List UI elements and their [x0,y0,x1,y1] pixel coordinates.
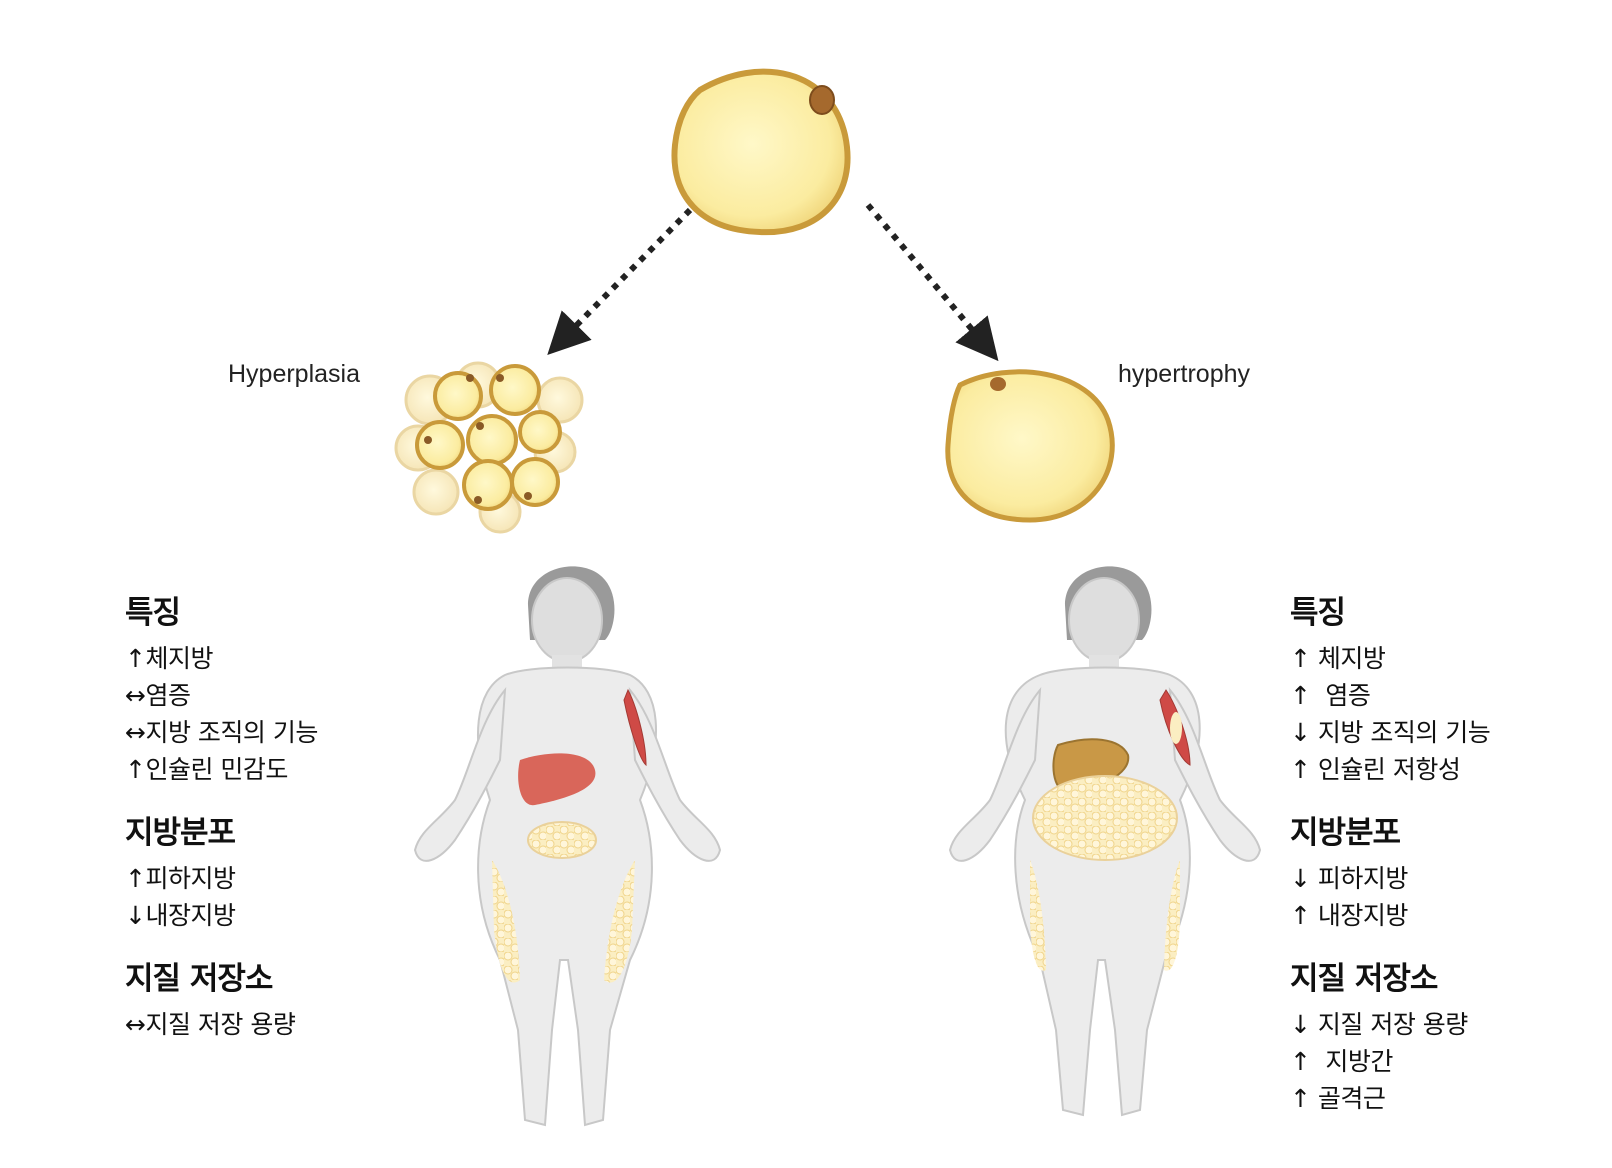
arrow-icon: ↑ [1290,901,1311,930]
list-item-text: 피하지방 [1310,864,1409,893]
section-heading: 지방분포 [125,815,236,851]
arrow-icon: ↔ [125,1010,146,1039]
list-item: ↑ 체지방 [1290,640,1490,677]
list-item-text: 골격근 [1310,1084,1386,1113]
list-item: ↑ 염증 [1290,677,1490,714]
arrow-icon: ↑ [1290,755,1311,784]
list-item-text: 체지방 [1310,644,1386,673]
section-heading: 지질 저장소 [125,961,273,997]
list-item: ↑인슐린 민감도 [125,751,318,788]
arrow-icon: ↓ [1290,718,1311,747]
list-item: ↓ 지질 저장 용량 [1290,1006,1490,1043]
list-item-text: 내장지방 [145,901,236,930]
list-item-text: 피하지방 [145,864,236,893]
label-hypertrophy: hypertrophy [1118,360,1251,388]
section-heading: 특징 [1290,595,1346,631]
section-heading: 지질 저장소 [1290,961,1438,997]
list-item-text: 인슐린 민감도 [145,755,288,784]
arrow-icon: ↑ [1290,1084,1311,1113]
list-item: ↔지방 조직의 기능 [125,714,318,751]
arrow-icon: ↑ [1290,644,1311,673]
arrow-to-hypertrophy [865,203,999,362]
list-item: ↑피하지방 [125,860,318,897]
list-item: ↔지질 저장 용량 [125,1006,318,1043]
arrow-icon: ↓ [1290,1010,1311,1039]
arrow-icon: ↑ [125,644,146,673]
list-item-text: 지방 조직의 기능 [145,718,318,747]
right-section-fat-distribution: 지방분포 ↓ 피하지방 ↑ 내장지방 [1290,812,1490,934]
list-item: ↑ 인슐린 저항성 [1290,751,1490,788]
arrow-icon: ↔ [125,718,146,747]
right-section-characteristics: 특징 ↑ 체지방 ↑ 염증 ↓ 지방 조직의 기능 ↑ 인슐린 저항성 [1290,592,1491,788]
adipocyte-top [671,68,851,236]
list-item-text: 체지방 [145,644,213,673]
hypertrophy-cell [945,369,1115,523]
right-info-panel: 특징 ↑ 체지방 ↑ 염증 ↓ 지방 조직의 기능 ↑ 인슐린 저항성 지방분포… [1290,592,1491,1141]
section-heading: 특징 [125,595,181,631]
list-item-text: 내장지방 [1310,901,1409,930]
body-figure-left [413,566,722,1127]
hyperplasia-cell-cluster [394,361,584,534]
body-figure-right [948,566,1262,1117]
list-item-text: 지질 저장 용량 [1310,1010,1468,1039]
list-item: ↑ 내장지방 [1290,897,1490,934]
arrow-icon: ↔ [125,681,146,710]
list-item: ↑ 골격근 [1290,1080,1490,1117]
list-item-text: 인슐린 저항성 [1310,755,1461,784]
left-info-panel: 특징 ↑체지방 ↔염증 ↔지방 조직의 기능 ↑인슐린 민감도 지방분포 ↑피하… [125,592,318,1067]
label-hyperplasia: Hyperplasia [228,360,361,388]
right-section-lipid-storage: 지질 저장소 ↓ 지질 저장 용량 ↑ 지방간 ↑ 골격근 [1290,958,1490,1117]
list-item-text: 염증 [145,681,191,710]
list-item-text: 염증 [1310,681,1371,710]
arrow-icon: ↑ [1290,1047,1311,1076]
list-item: ↓ 피하지방 [1290,860,1490,897]
list-item: ↔염증 [125,677,318,714]
list-item-text: 지질 저장 용량 [145,1010,296,1039]
arrow-icon: ↓ [125,901,146,930]
list-item: ↓내장지방 [125,897,318,934]
list-item: ↑체지방 [125,640,318,677]
arrow-icon: ↑ [125,755,146,784]
section-heading: 지방분포 [1290,815,1401,851]
arrow-to-hyperplasia [547,207,693,355]
list-item: ↑ 지방간 [1290,1043,1490,1080]
left-section-fat-distribution: 지방분포 ↑피하지방 ↓내장지방 [125,812,318,934]
arrow-icon: ↓ [1290,864,1311,893]
left-section-characteristics: 특징 ↑체지방 ↔염증 ↔지방 조직의 기능 ↑인슐린 민감도 [125,592,318,788]
list-item-text: 지방 조직의 기능 [1310,718,1491,747]
arrow-icon: ↑ [125,864,146,893]
list-item: ↓ 지방 조직의 기능 [1290,714,1491,751]
arrow-icon: ↑ [1290,681,1311,710]
left-section-lipid-storage: 지질 저장소 ↔지질 저장 용량 [125,958,318,1043]
list-item-text: 지방간 [1310,1047,1393,1076]
